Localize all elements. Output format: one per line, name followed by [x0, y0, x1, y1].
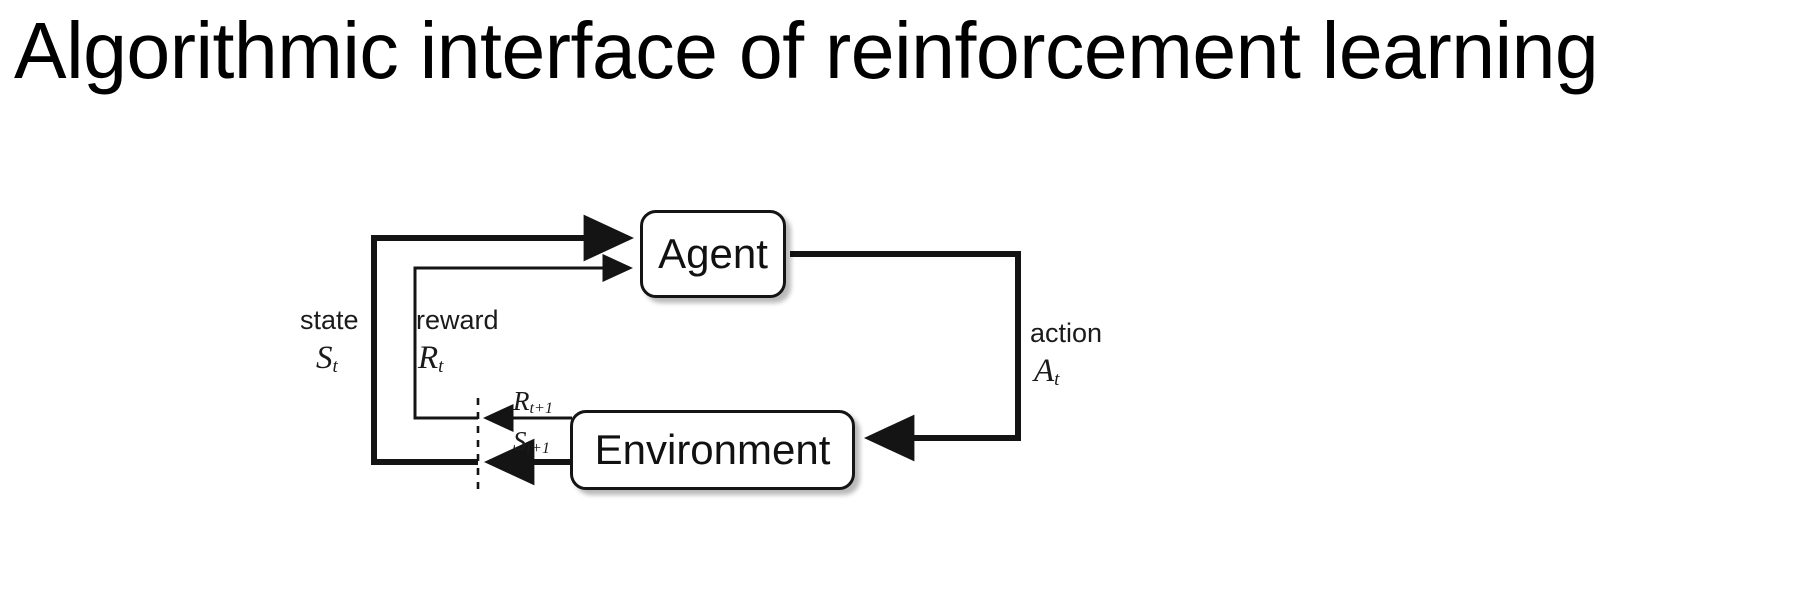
reward-edge-label: reward	[416, 305, 499, 335]
environment-node-label: Environment	[594, 426, 831, 473]
action-symbol-label: At	[1034, 353, 1060, 391]
diagram-connectors	[371, 214, 1021, 490]
state-symbol-subscript: t	[332, 356, 339, 378]
reward-symbol-letter: R	[418, 340, 439, 376]
reward-feedback-path	[413, 253, 634, 420]
agent-node[interactable]: Agent	[640, 210, 786, 298]
next-state-symbol-letter: S	[513, 426, 527, 456]
reward-symbol-label: Rt	[418, 340, 444, 378]
state-symbol-label: St	[316, 340, 338, 378]
reward-symbol-subscript: t	[438, 356, 444, 378]
state-symbol-letter: S	[316, 340, 333, 376]
action-symbol-subscript: t	[1054, 369, 1060, 391]
action-edge-label: action	[1030, 318, 1103, 348]
next-reward-symbol-letter: R	[513, 386, 530, 416]
next-state-symbol-label: St+1	[513, 426, 550, 458]
state-edge-label: state	[300, 305, 359, 335]
next-state-symbol-subscript: t+1	[526, 439, 551, 458]
state-feedback-path	[371, 214, 634, 465]
action-symbol-letter: A	[1034, 353, 1055, 389]
page-title: Algorithmic interface of reinforcement l…	[14, 6, 1599, 95]
environment-node[interactable]: Environment	[570, 410, 855, 490]
next-reward-symbol-label: Rt+1	[513, 386, 553, 418]
action-path	[790, 251, 1021, 462]
rl-interaction-diagram: Agent Environment state St reward Rt act…	[0, 150, 1500, 530]
agent-node-label: Agent	[658, 230, 768, 277]
next-reward-symbol-subscript: t+1	[529, 399, 554, 418]
